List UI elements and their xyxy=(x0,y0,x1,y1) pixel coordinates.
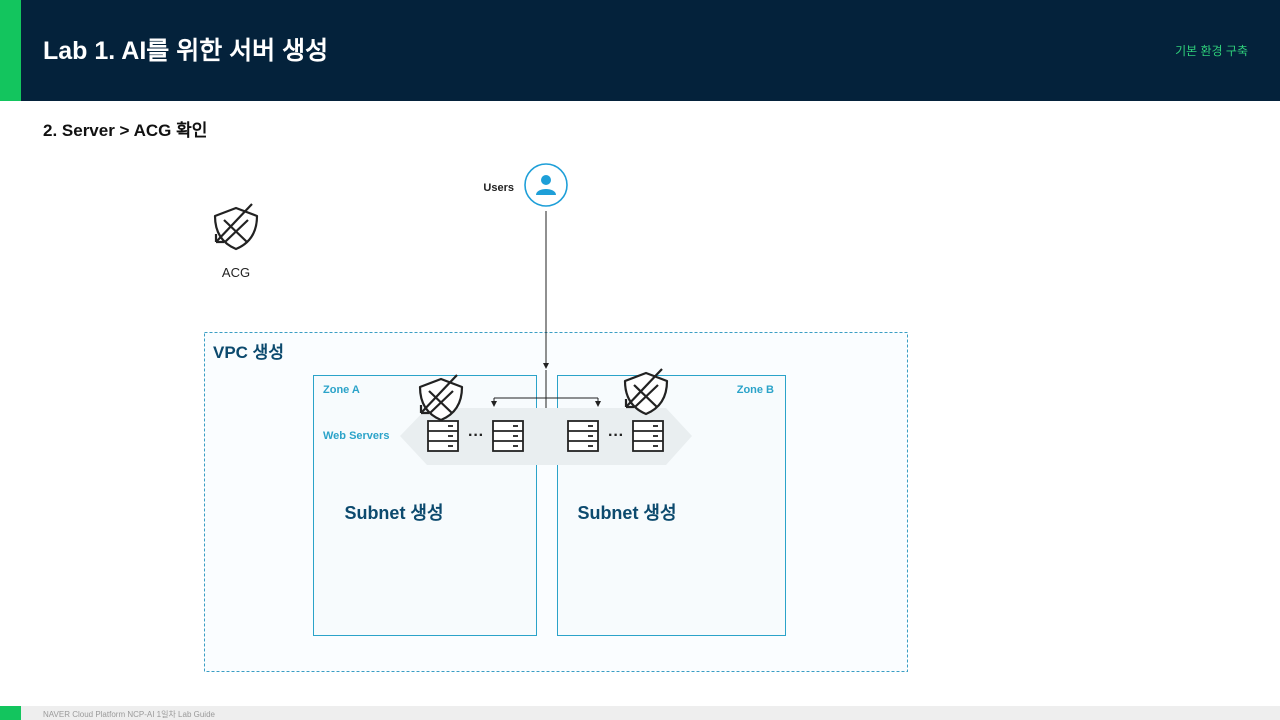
server-icon xyxy=(632,420,664,452)
server-icon xyxy=(492,420,524,452)
subnet-b-label: Subnet 생성 xyxy=(577,503,676,523)
users-label: Users xyxy=(483,182,514,194)
acg-label: ACG xyxy=(222,265,250,280)
page-title: Lab 1. AI를 위한 서버 생성 xyxy=(43,37,329,65)
ellipsis-b: ··· xyxy=(608,427,624,444)
server-icon xyxy=(427,420,459,452)
header-accent xyxy=(0,0,21,101)
footer-bar xyxy=(0,706,1280,720)
ellipsis-a: ··· xyxy=(468,427,484,444)
web-servers-band xyxy=(400,408,692,465)
server-icon xyxy=(567,420,599,452)
zone-a-label: Zone A xyxy=(323,384,360,396)
user-icon xyxy=(524,163,568,207)
vpc-label: VPC 생성 xyxy=(213,343,284,362)
subnet-a-label: Subnet 생성 xyxy=(344,503,443,523)
header-bar xyxy=(0,0,1280,101)
web-servers-label: Web Servers xyxy=(323,430,389,442)
section-title: 2. Server > ACG 확인 xyxy=(43,121,208,140)
footer-text: NAVER Cloud Platform NCP-AI 1일차 Lab Guid… xyxy=(43,710,215,719)
vpc-box xyxy=(204,332,908,672)
footer-accent xyxy=(0,706,21,720)
page-subtitle: 기본 환경 구축 xyxy=(1175,44,1248,58)
zone-b-label: Zone B xyxy=(737,384,774,396)
acg-shield-icon xyxy=(213,202,259,251)
